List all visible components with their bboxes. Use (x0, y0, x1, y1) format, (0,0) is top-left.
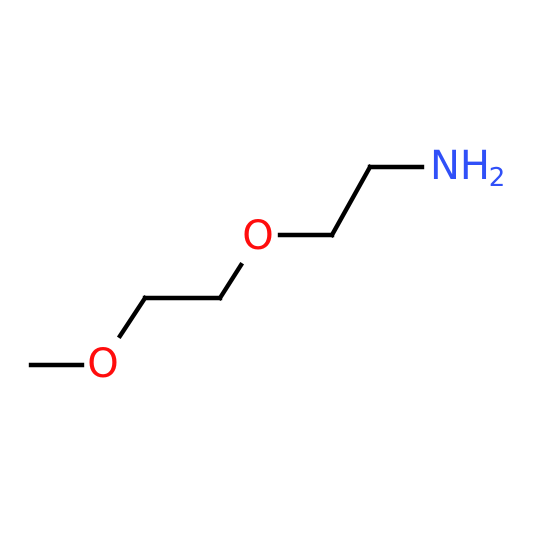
amine-subscript: 2 (489, 163, 506, 193)
bond-c3-o2 (216, 261, 245, 302)
bond-o1-c2 (116, 294, 149, 340)
amine-atom-label: NH (430, 143, 490, 189)
bond-c4-c5 (329, 164, 373, 238)
oxygen-atom-label-2: O (242, 213, 273, 259)
oxygen-atom-label-1: O (87, 341, 118, 387)
